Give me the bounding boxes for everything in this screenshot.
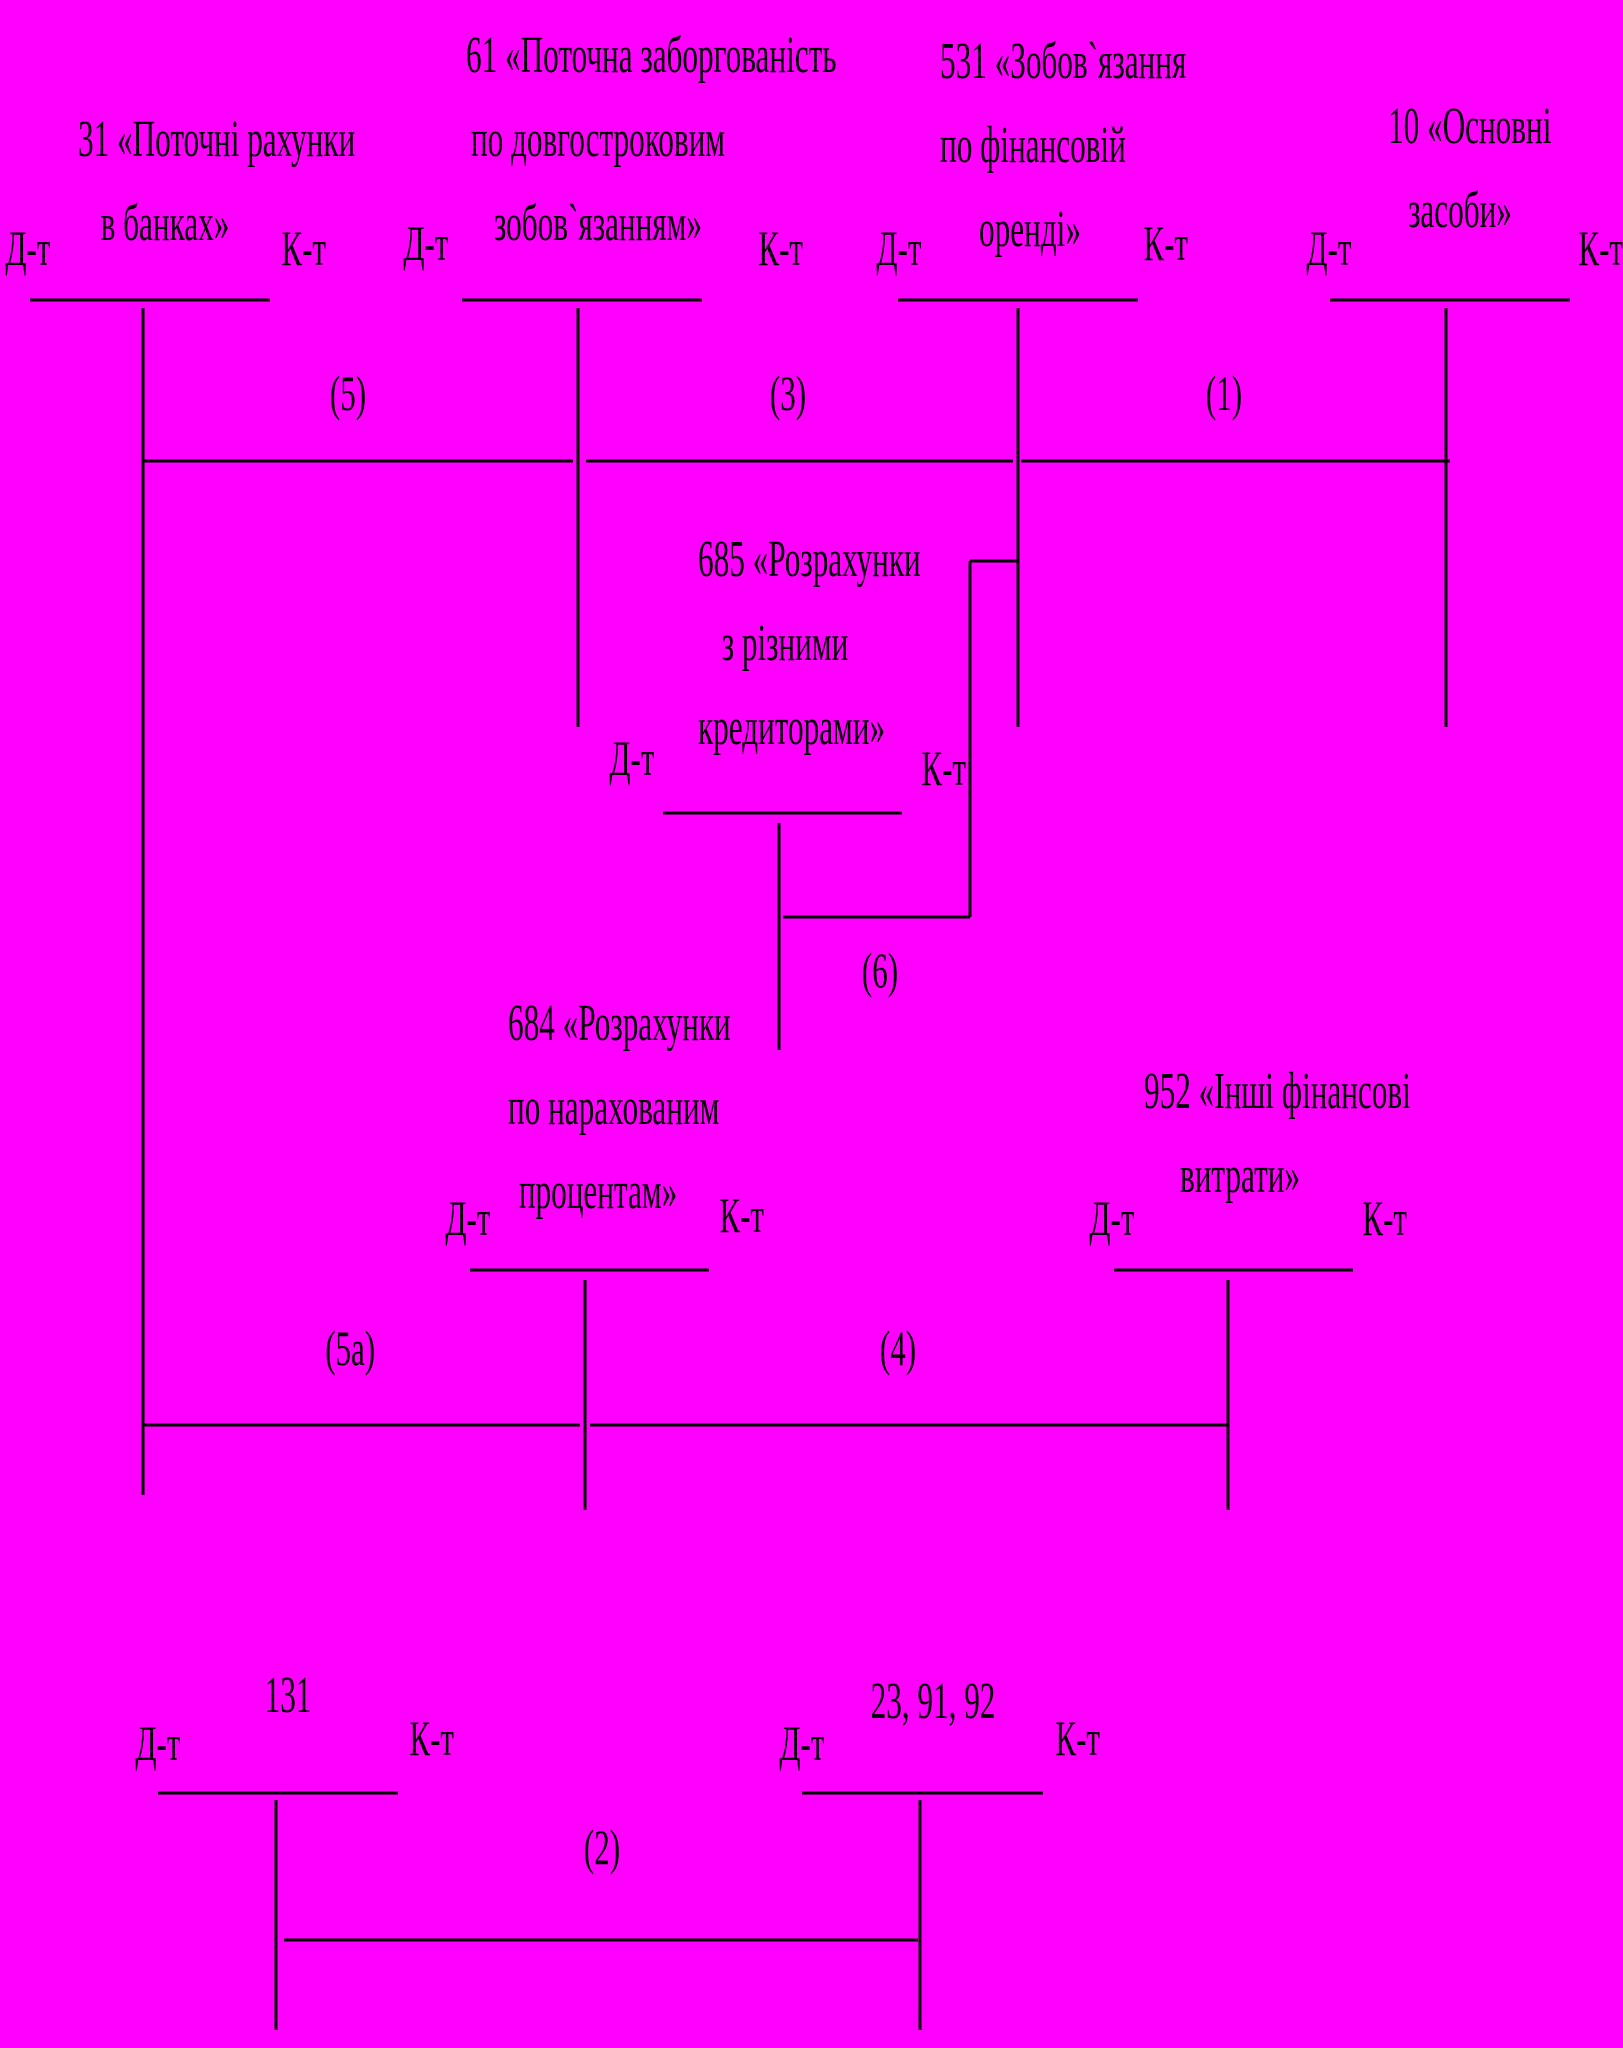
operation-label-3: (3) xyxy=(769,365,807,421)
account-23-91-92-title: 23, 91, 92 xyxy=(870,1673,996,1730)
operation-label-2: (2) xyxy=(583,1819,621,1875)
account-10-title: 10 «Основні засоби» xyxy=(1388,98,1552,239)
account-31-debit-label: Д-т xyxy=(5,220,51,276)
account-684-debit-label: Д-т xyxy=(445,1190,491,1246)
operation-label-5a: (5а) xyxy=(325,1320,376,1376)
account-952-credit-label: К-т xyxy=(1362,1190,1407,1246)
operation-label-5: (5) xyxy=(329,365,367,421)
account-685-credit-label: К-т xyxy=(921,740,966,796)
account-685-debit-label: Д-т xyxy=(609,730,655,786)
account-685-title: 685 «Розрахунки з різними кредиторами» xyxy=(698,531,921,756)
operation-label-6: (6) xyxy=(861,942,899,998)
account-61-debit-label: Д-т xyxy=(403,215,449,271)
account-531-credit-label: К-т xyxy=(1143,215,1188,271)
account-61-title: 61 «Поточна заборгованість по довгострок… xyxy=(466,27,837,252)
account-131-credit-label: К-т xyxy=(409,1710,454,1766)
operation-label-1: (1) xyxy=(1205,365,1243,421)
account-684-title: 684 «Розрахунки по нарахованим процентам… xyxy=(508,995,731,1220)
account-531-title: 531 «Зобов`язання по фінансовій оренді» xyxy=(940,33,1187,258)
account-10-credit-label: К-т xyxy=(1578,220,1623,276)
account-684-credit-label: К-т xyxy=(719,1187,764,1243)
account-10-debit-label: Д-т xyxy=(1306,220,1352,276)
account-61-credit-label: К-т xyxy=(758,220,803,276)
account-23-91-92-debit-label: Д-т xyxy=(779,1715,825,1771)
account-952-debit-label: Д-т xyxy=(1089,1190,1135,1246)
account-23-91-92-credit-label: К-т xyxy=(1055,1710,1100,1766)
account-131-debit-label: Д-т xyxy=(135,1715,181,1771)
operation-label-4: (4) xyxy=(879,1320,917,1376)
account-31-title: 31 «Поточні рахунки в банках» xyxy=(78,111,356,252)
account-31-credit-label: К-т xyxy=(281,220,326,276)
account-131-title: 131 xyxy=(264,1667,312,1724)
account-531-debit-label: Д-т xyxy=(876,220,922,276)
account-952-title: 952 «Інші фінансові витрати» xyxy=(1144,1063,1411,1204)
